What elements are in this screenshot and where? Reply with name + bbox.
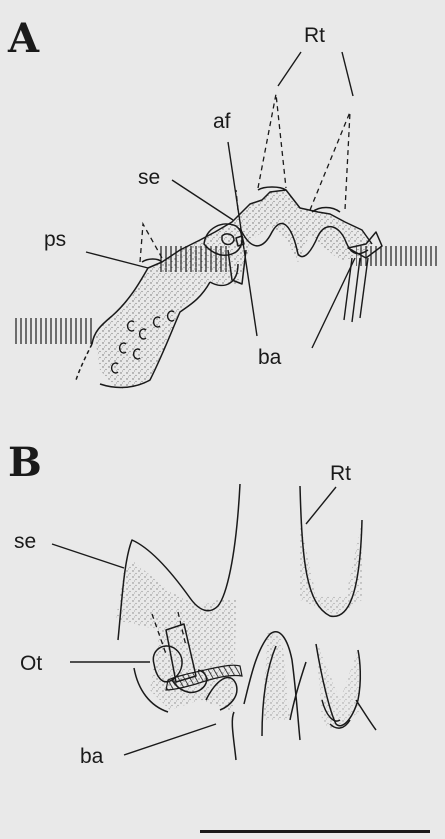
label-ba-a: ba xyxy=(258,346,282,369)
label-ba-b: ba xyxy=(80,745,104,768)
tooth-section-b xyxy=(116,484,376,760)
leader-ba-a xyxy=(312,258,355,348)
leader-se-a xyxy=(172,180,233,220)
leader-rt-a-2 xyxy=(342,52,353,96)
label-rt-a: Rt xyxy=(304,24,325,47)
label-se-b: se xyxy=(14,530,36,553)
panel-b: B Rt se Ot ba xyxy=(8,439,430,833)
leader-rt-b xyxy=(306,487,336,524)
label-rt-b: Rt xyxy=(330,462,351,485)
panel-a: A Rt af se ps ba xyxy=(7,15,440,390)
label-se-a: se xyxy=(138,166,160,189)
label-af: af xyxy=(213,110,231,133)
label-ps: ps xyxy=(44,228,66,251)
leader-ps xyxy=(86,252,148,268)
label-ot: Ot xyxy=(20,652,42,675)
panel-b-letter: B xyxy=(8,439,42,486)
leader-se-b xyxy=(52,544,124,568)
panel-a-letter: A xyxy=(7,15,40,62)
scale-bar xyxy=(200,830,430,833)
leader-rt-a-1 xyxy=(278,52,301,86)
leader-ba-b xyxy=(124,724,216,755)
